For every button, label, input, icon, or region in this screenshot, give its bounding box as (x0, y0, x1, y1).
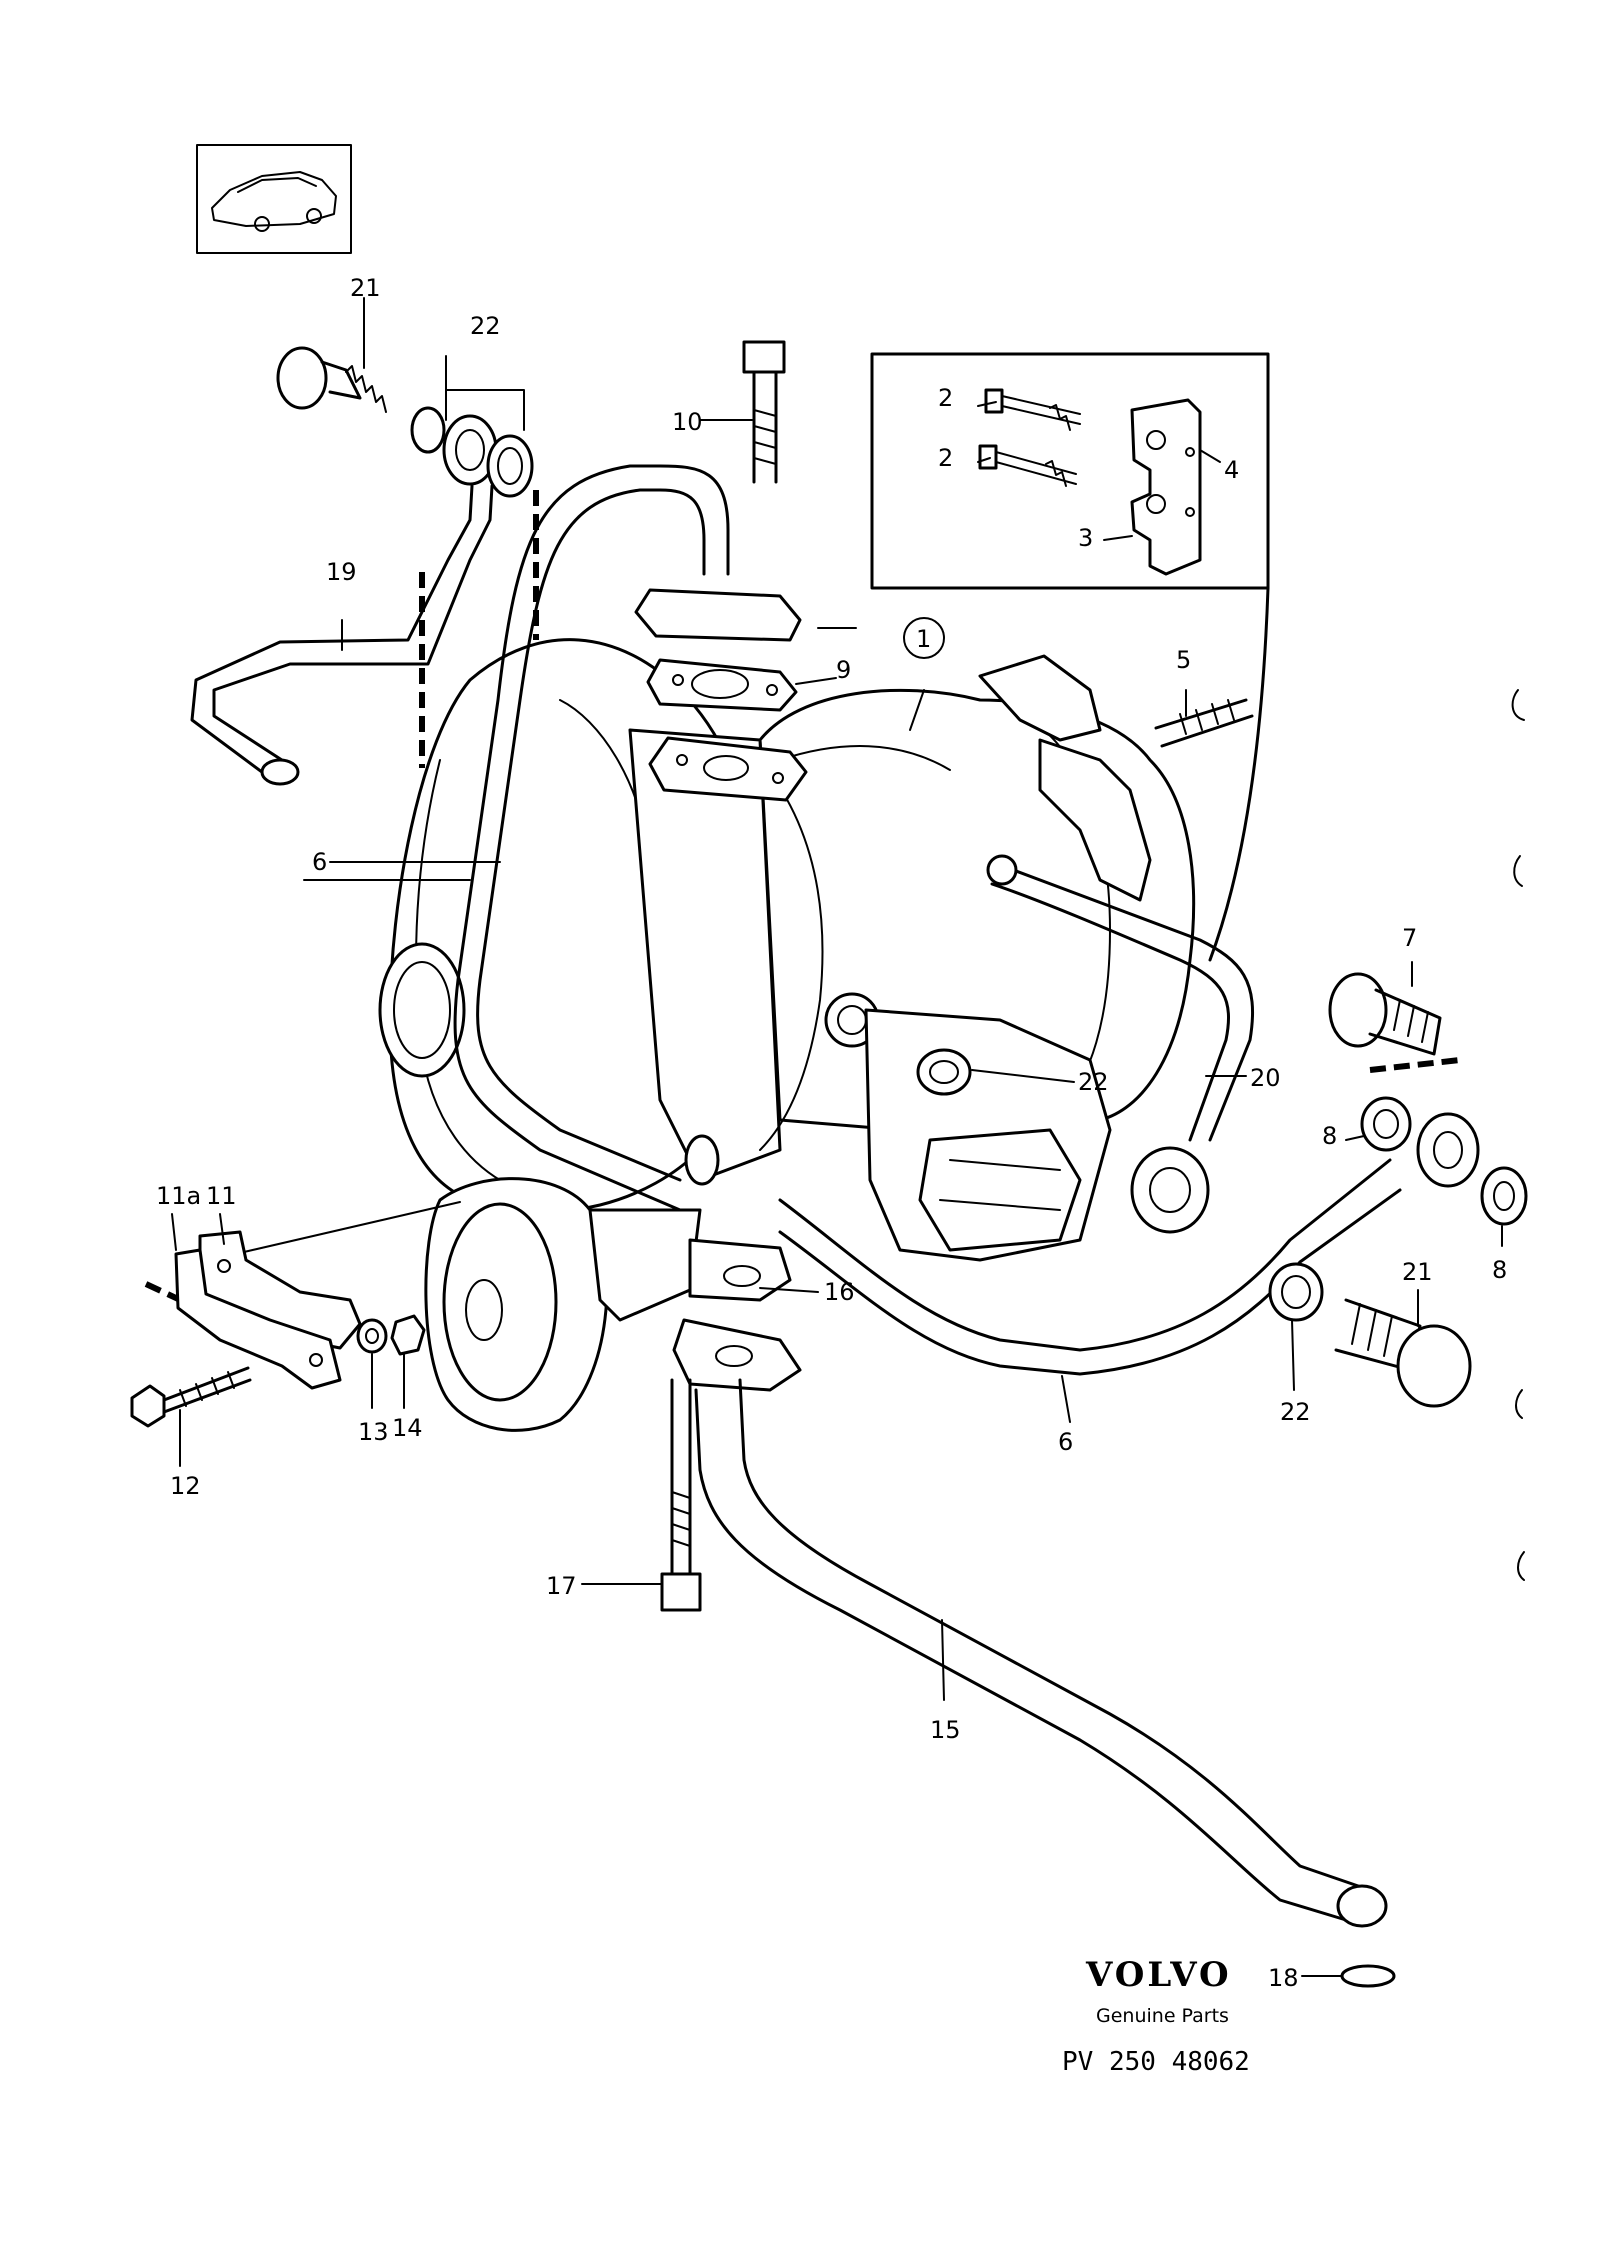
banjo-bolt-21-lower (1334, 1298, 1472, 1408)
bolt-2-lower (978, 444, 1077, 487)
brand-name: VOLVO (1085, 1955, 1232, 1995)
scan-marks (1511, 689, 1525, 1581)
washer-8-left (1360, 1096, 1412, 1152)
nut-14 (390, 1314, 426, 1356)
callout-1-circle (903, 617, 945, 659)
return-pipe-15 (694, 1378, 1388, 1928)
washer-13 (356, 1318, 388, 1354)
car-thumbnail-icon (196, 144, 352, 254)
callout-4: 4 (1224, 456, 1239, 484)
callout-13: 13 (358, 1418, 389, 1446)
leader-lines (171, 297, 1503, 1977)
callout-7: 7 (1402, 924, 1417, 952)
callout-11a: 11a (156, 1182, 201, 1210)
turbocharger-body (378, 588, 1196, 1432)
brand-subtitle: Genuine Parts (1096, 2005, 1229, 2027)
detail-inset-box (870, 352, 1270, 962)
callout-2b: 2 (938, 444, 953, 472)
callout-8a: 8 (1322, 1122, 1337, 1150)
volvo-logo: VOLVO (1085, 1955, 1232, 1995)
banjo-bolt-21-upper (276, 346, 387, 413)
bolt-2-upper (984, 388, 1081, 431)
callout-16: 16 (824, 1278, 855, 1306)
callout-21b: 21 (1402, 1258, 1433, 1286)
callout-22a: 22 (470, 312, 501, 340)
callout-9: 9 (836, 656, 851, 684)
bolt-12 (130, 1366, 252, 1428)
bolt-17 (660, 1378, 702, 1612)
banjo-fitting-right (1416, 1112, 1480, 1188)
callout-6b: 6 (1058, 1428, 1073, 1456)
washer-22-lower (1268, 1262, 1324, 1322)
callout-20: 20 (1250, 1064, 1281, 1092)
bolt-10 (742, 340, 786, 484)
washer-8-right (1480, 1166, 1528, 1226)
callout-3: 3 (1078, 524, 1093, 552)
stud-5 (1154, 698, 1254, 748)
banjo-bolt-7 (1328, 972, 1461, 1073)
callout-19: 19 (326, 558, 357, 586)
diagram-code: PV 250 48062 (1062, 2047, 1250, 2077)
callout-22c: 22 (1280, 1398, 1311, 1426)
oil-pipe-20 (986, 854, 1255, 1234)
callout-8b: 8 (1492, 1256, 1507, 1284)
oil-pipe-6 (453, 464, 1402, 1376)
oil-pipe-19 (190, 484, 494, 786)
leader-clamp (243, 1201, 461, 1253)
callout-12: 12 (170, 1472, 201, 1500)
callout-15: 15 (930, 1716, 961, 1744)
callout-14: 14 (392, 1414, 423, 1442)
washers-22-upper (410, 406, 534, 498)
callout-11: 11 (206, 1182, 237, 1210)
callout-6a: 6 (312, 848, 327, 876)
callout-2a: 2 (938, 384, 953, 412)
callout-10: 10 (672, 408, 703, 436)
callout-21a: 21 (350, 274, 381, 302)
callout-18: 18 (1268, 1964, 1299, 1992)
clamp-11 (174, 1230, 362, 1390)
seal-18 (1340, 1964, 1396, 1988)
callout-5: 5 (1176, 646, 1191, 674)
callout-22b: 22 (1078, 1068, 1109, 1096)
washer-22-middle (916, 1048, 972, 1096)
callout-17: 17 (546, 1572, 577, 1600)
callout-1: 1 (916, 625, 931, 653)
